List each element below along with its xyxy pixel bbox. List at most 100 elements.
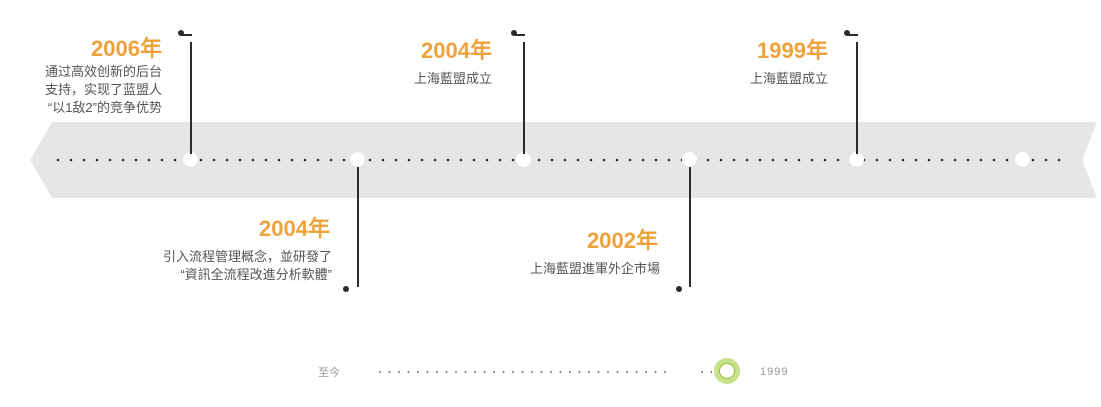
band-dot (485, 158, 489, 162)
nav-end-label[interactable]: 1999 (760, 366, 789, 378)
band-dot (888, 158, 892, 162)
timeline-band (30, 122, 1097, 198)
band-dot (82, 158, 86, 162)
band-dot (1044, 158, 1048, 162)
band-dot (615, 158, 619, 162)
nav-dotted-track[interactable] (378, 364, 674, 374)
timeline-stem (190, 42, 192, 154)
nav-dot (635, 371, 638, 373)
band-dot (1005, 158, 1009, 162)
band-dot (472, 158, 476, 162)
timeline-node[interactable] (849, 152, 864, 167)
band-dot (446, 158, 450, 162)
band-dot (823, 158, 827, 162)
band-dot (797, 158, 801, 162)
nav-dot (521, 371, 524, 373)
band-dot (576, 158, 580, 162)
nav-dot (569, 371, 571, 373)
timeline-year: 2004年 (259, 216, 330, 241)
band-dot (810, 158, 814, 162)
nav-dot (512, 371, 514, 373)
band-dot (836, 158, 840, 162)
nav-start-label[interactable]: 至今 (318, 367, 340, 379)
band-dot (121, 158, 125, 162)
nav-dot (464, 371, 467, 373)
timeline-band-arrow (30, 122, 1097, 198)
band-dot (771, 158, 775, 162)
band-dot (550, 158, 554, 162)
nav-dot (616, 371, 619, 373)
band-dot (563, 158, 567, 162)
nav-dot (436, 371, 438, 373)
band-dot (134, 158, 138, 162)
band-dot (927, 158, 931, 162)
band-dot (1031, 158, 1035, 162)
timeline-node[interactable] (350, 152, 365, 167)
timeline-node[interactable] (183, 152, 198, 167)
band-dot (498, 158, 502, 162)
timeline-node[interactable] (682, 152, 697, 167)
nav-dot (493, 371, 495, 373)
band-dot (706, 158, 710, 162)
nav-dot (654, 371, 657, 373)
nav-dot (701, 371, 703, 373)
nav-dot (540, 371, 543, 373)
nav-dot (379, 371, 381, 373)
timeline-desc: 通过高效创新的后台 支持，实现了蓝盟人 “以1敌2”的竞争优势 (44, 64, 162, 115)
nav-dot (588, 371, 590, 373)
timeline-stem (689, 167, 691, 287)
timeline-node[interactable] (516, 152, 531, 167)
nav-dot (398, 371, 400, 373)
band-dot (966, 158, 970, 162)
nav-current-indicator[interactable] (714, 358, 740, 384)
nav-dot (559, 371, 562, 373)
nav-dot (645, 371, 647, 373)
band-dot (69, 158, 73, 162)
band-dot (602, 158, 606, 162)
timeline-stem (856, 42, 858, 154)
band-dot (511, 158, 515, 162)
nav-dot (426, 371, 429, 373)
nav-dot (483, 371, 486, 373)
timeline-stem-dot (343, 286, 349, 292)
nav-dot (417, 371, 419, 373)
band-dot (875, 158, 879, 162)
nav-dot (597, 371, 600, 373)
nav-current-indicator-inner (719, 363, 735, 379)
band-dot (147, 158, 151, 162)
timeline-desc: 上海藍盟進軍外企市場 (529, 261, 660, 276)
nav-dot (502, 371, 505, 373)
timeline-node[interactable] (1015, 152, 1030, 167)
nav-dot (455, 371, 457, 373)
band-dot (654, 158, 658, 162)
timeline-desc: 上海藍盟成立 (413, 71, 492, 86)
timeline-stem-dot (676, 286, 682, 292)
band-dot (95, 158, 99, 162)
timeline-stem-hook (182, 34, 192, 36)
nav-dot (407, 371, 410, 373)
timeline-stem-dot (511, 30, 517, 36)
band-dot (901, 158, 905, 162)
nav-dot (474, 371, 476, 373)
nav-dot (445, 371, 448, 373)
band-dot (758, 158, 762, 162)
band-dot (732, 158, 736, 162)
band-dot (173, 158, 177, 162)
band-dot (992, 158, 996, 162)
nav-dot (578, 371, 581, 373)
nav-dotted-track-tail (700, 364, 713, 374)
nav-dot (388, 371, 391, 373)
band-dot (745, 158, 749, 162)
band-dot (940, 158, 944, 162)
band-dot (420, 158, 424, 162)
timeline-year: 2002年 (587, 228, 658, 253)
band-dot (251, 158, 255, 162)
band-dot (316, 158, 320, 162)
nav-dot (664, 371, 666, 373)
timeline-desc: 上海藍盟成立 (749, 71, 828, 86)
band-dot (303, 158, 307, 162)
band-dot (329, 158, 333, 162)
band-dot (264, 158, 268, 162)
band-dot (459, 158, 463, 162)
band-dot (56, 158, 60, 162)
